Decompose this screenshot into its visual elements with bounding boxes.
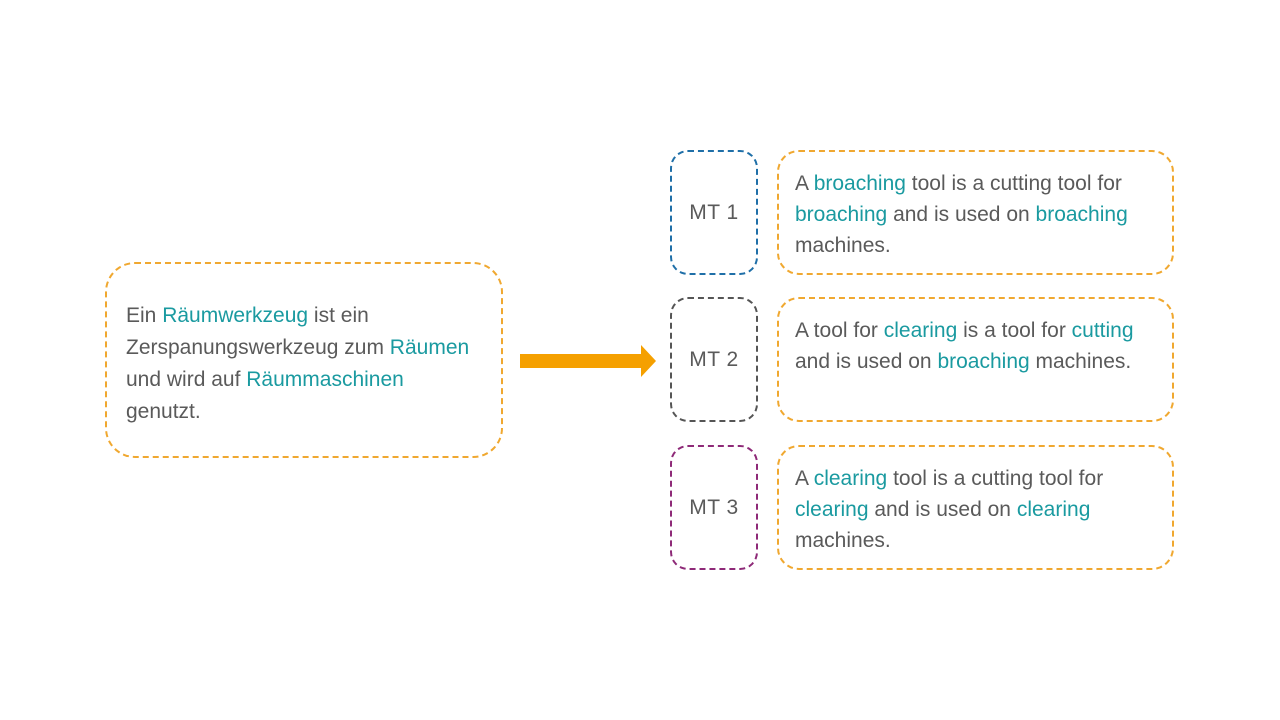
mt1-term-highlight: broaching [813, 172, 906, 195]
mt3-term-highlight: clearing [813, 467, 888, 490]
mt3-term-highlight: clearing [795, 498, 869, 521]
mt2-label-box: MT 2 [670, 297, 758, 422]
source-segment: genutzt. [126, 400, 201, 423]
arrow-shape [520, 345, 656, 377]
mt1-translation-box: A broaching tool is a cutting tool for b… [777, 150, 1174, 275]
mt3-label-box: MT 3 [670, 445, 758, 570]
mt2-segment: machines. [1029, 350, 1132, 373]
mt3-segment: tool is a cutting tool for [887, 467, 1104, 490]
mt1-segment: and is used on [887, 203, 1036, 226]
mt3-term-highlight: clearing [1016, 498, 1091, 521]
mt2-translation-box: A tool for clearing is a tool for cuttin… [777, 297, 1174, 422]
mt1-segment: machines. [795, 234, 891, 257]
source-term-highlight: Räummaschinen [246, 368, 404, 391]
mt1-label: MT 1 [689, 200, 739, 224]
mt3-segment: A [795, 467, 814, 490]
mt1-segment: A [795, 172, 814, 195]
mt3-segment: machines. [795, 529, 891, 552]
source-segment: und wird auf [126, 368, 247, 391]
mt3-translation-box: A clearing tool is a cutting tool for cl… [777, 445, 1174, 570]
mt1-term-highlight: broaching [1035, 203, 1128, 226]
mt3-label: MT 3 [689, 495, 739, 519]
source-segment: ist ein Zerspanungswerkzeug zum [126, 304, 390, 359]
mt2-term-highlight: clearing [883, 319, 958, 342]
mt2-segment: is a tool for [957, 319, 1072, 342]
mt1-label-box: MT 1 [670, 150, 758, 275]
mt1-segment: tool is a cutting tool for [905, 172, 1122, 195]
mt2-term-highlight: cutting [1071, 319, 1134, 342]
source-term-highlight: Räumen [389, 336, 470, 359]
source-segment: Ein [126, 304, 163, 327]
mt3-segment: and is used on [868, 498, 1017, 521]
source-sentence-box: Ein Räumwerkzeug ist ein Zerspanungswerk… [105, 262, 503, 458]
source-term-highlight: Räumwerkzeug [162, 304, 309, 327]
mt2-segment: A tool for [795, 319, 884, 342]
right-arrow-icon [520, 345, 656, 377]
mt1-term-highlight: broaching [795, 203, 888, 226]
mt2-segment: and is used on [795, 350, 938, 373]
mt2-term-highlight: broaching [937, 350, 1030, 373]
mt2-label: MT 2 [689, 347, 739, 371]
